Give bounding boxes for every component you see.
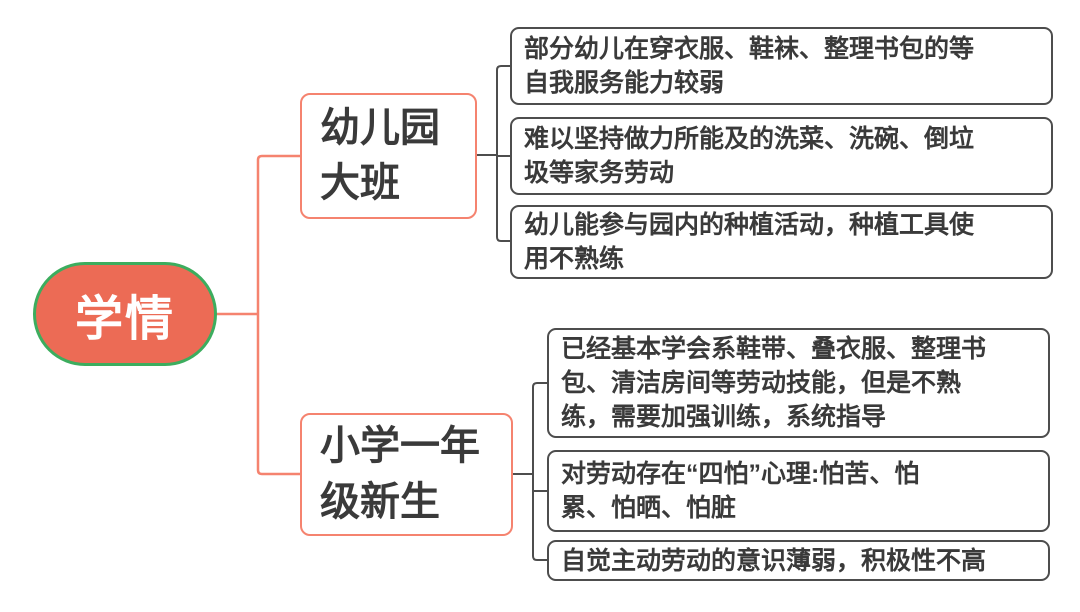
connector-branch1-to-leaves bbox=[476, 65, 511, 242]
branch-node-first-grade-newcomers[interactable]: 小学一年 级新生 bbox=[300, 413, 513, 536]
connector-root-to-branches bbox=[215, 154, 302, 476]
leaf-node-planting-activity[interactable]: 幼儿能参与园内的种植活动，种植工具使 用不熟练 bbox=[510, 205, 1053, 279]
root-node-learning-situation[interactable]: 学情 bbox=[33, 262, 217, 366]
leaf-node-housework-persistence[interactable]: 难以坚持做力所能及的洗菜、洗碗、倒垃 圾等家务劳动 bbox=[510, 117, 1053, 195]
branch-node-kindergarten-senior-class[interactable]: 幼儿园 大班 bbox=[300, 93, 477, 219]
leaf-node-weak-initiative[interactable]: 自觉主动劳动的意识薄弱，积极性不高 bbox=[547, 540, 1050, 581]
leaf-node-weak-self-service[interactable]: 部分幼儿在穿衣服、鞋袜、整理书包的等 自我服务能力较弱 bbox=[510, 27, 1053, 105]
connector-branch2-to-leaves bbox=[512, 382, 548, 561]
leaf-node-four-fears-mentality[interactable]: 对劳动存在“四怕”心理:怕苦、怕 累、怕晒、怕脏 bbox=[547, 450, 1050, 532]
leaf-node-basic-labor-skills[interactable]: 已经基本学会系鞋带、叠衣服、整理书 包、清洁房间等劳动技能，但是不熟 练，需要加… bbox=[547, 328, 1050, 438]
